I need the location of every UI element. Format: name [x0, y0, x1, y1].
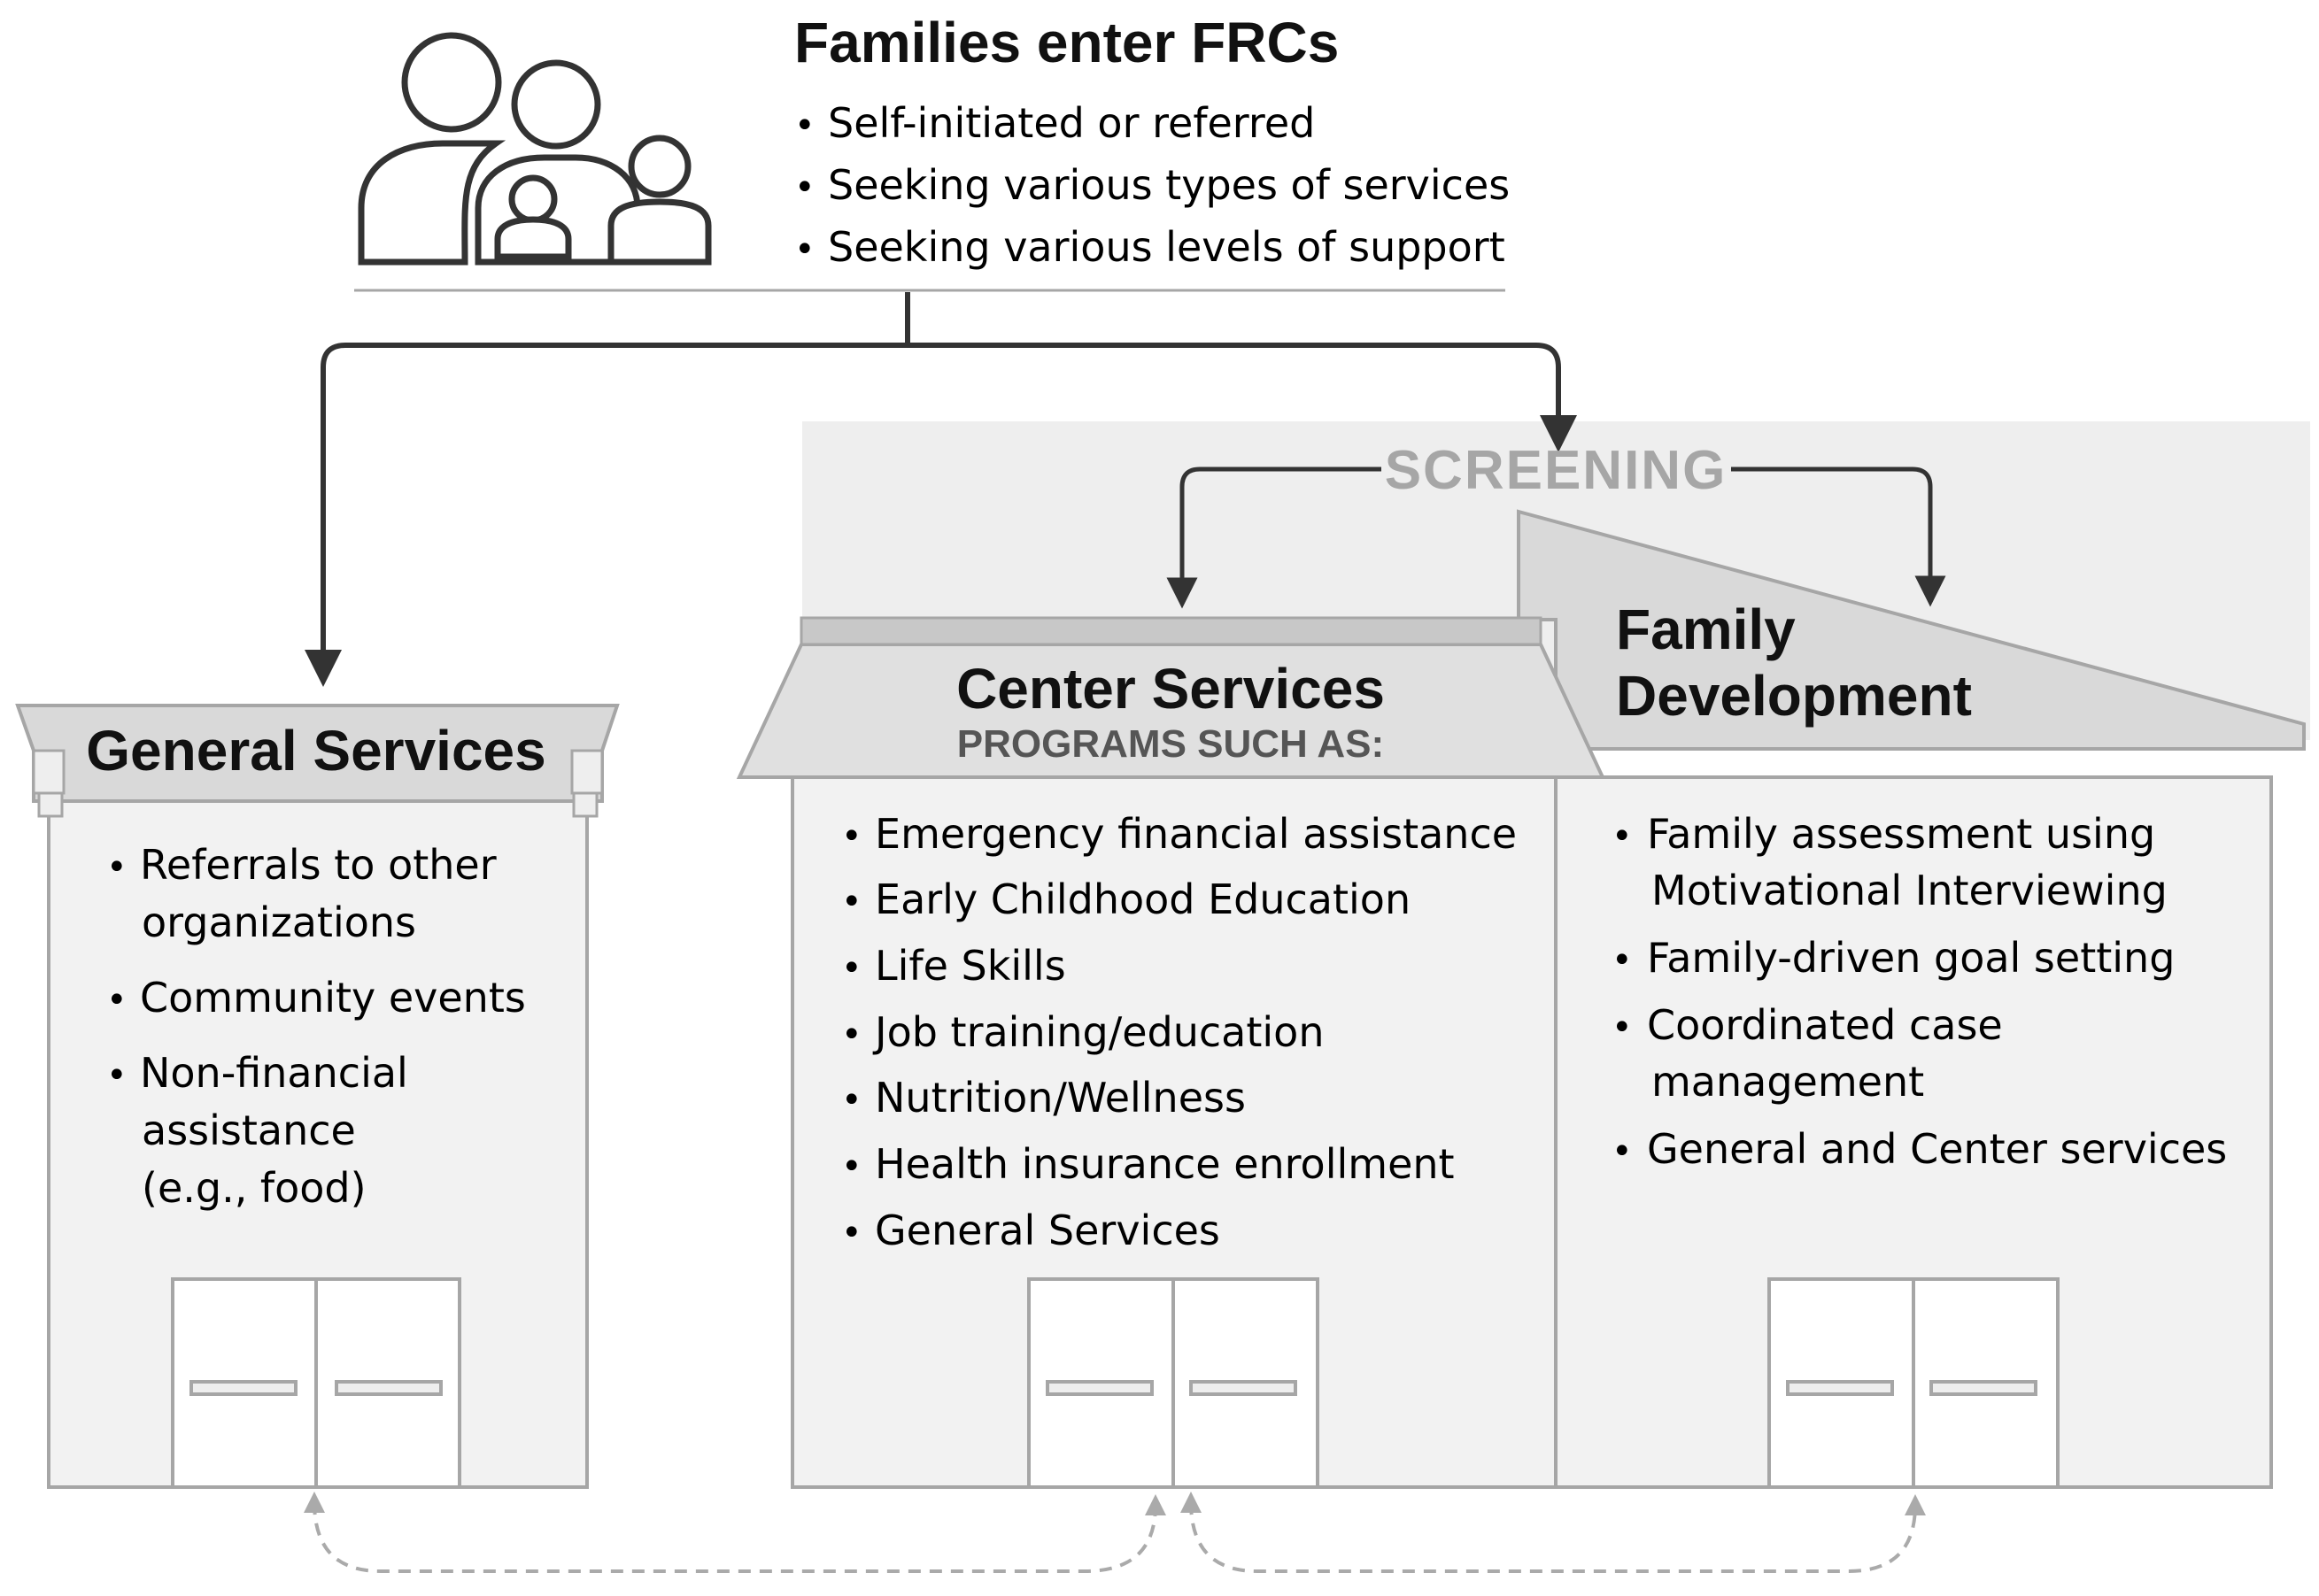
center-services-subtitle: PROGRAMS SUCH AS:: [957, 722, 1384, 766]
list-item: Motivational Interviewing: [1651, 867, 2168, 914]
list-bullet: •: [1612, 940, 1633, 981]
list-item: General Services: [875, 1207, 1220, 1254]
list-item: assistance: [142, 1106, 356, 1154]
list-item: Non-financial: [140, 1049, 408, 1097]
header-bullet-list: • Self-initiated or referred • Seeking v…: [794, 99, 1510, 271]
list-item: Family-driven goal setting: [1647, 934, 2175, 982]
list-item: Coordinated case: [1647, 1001, 2003, 1049]
general-services-title: General Services: [86, 719, 545, 783]
list-bullet: •: [106, 847, 128, 888]
center-services-list: • Emergency financial assistance • Early…: [841, 810, 1517, 1254]
list-bullet: •: [1612, 1007, 1633, 1048]
list-item: Life Skills: [875, 942, 1066, 990]
list-item: Referrals to other: [140, 841, 497, 889]
family-development-title: Development: [1616, 664, 1972, 728]
general-services-door: [171, 1277, 461, 1489]
header-bullet-dot: •: [794, 229, 816, 270]
list-bullet: •: [1612, 1131, 1633, 1172]
list-item: Nutrition/Wellness: [875, 1074, 1246, 1122]
list-bullet: •: [106, 980, 128, 1021]
door-dashed-connectors: [304, 1492, 1926, 1573]
screening-label: SCREENING: [1385, 440, 1728, 501]
header-title: Families enter FRCs: [794, 11, 1339, 74]
list-bullet: •: [841, 1014, 862, 1055]
list-item: Early Childhood Education: [875, 875, 1411, 923]
list-item: General and Center services: [1647, 1125, 2227, 1173]
list-bullet: •: [841, 1146, 862, 1187]
header-bullet: Seeking various types of services: [828, 161, 1510, 209]
list-item: Emergency financial assistance: [875, 810, 1517, 858]
list-item: organizations: [142, 898, 416, 946]
general-services-list: • Referrals to other organizations • Com…: [106, 841, 526, 1212]
list-bullet: •: [841, 1213, 862, 1253]
list-item: Job training/education: [872, 1008, 1324, 1056]
center-family-building: [736, 509, 2306, 1489]
family-development-title: Family: [1616, 598, 1796, 661]
list-bullet: •: [841, 1080, 862, 1121]
list-bullet: •: [1612, 816, 1633, 857]
list-bullet: •: [841, 882, 862, 922]
center-services-title: Center Services: [956, 657, 1385, 721]
screening-connectors: [1166, 466, 1946, 609]
list-item: management: [1651, 1058, 1924, 1106]
list-bullet: •: [841, 816, 862, 857]
family-development-list: • Family assessment using Motivational I…: [1612, 810, 2227, 1173]
header-bullet-dot: •: [794, 167, 816, 208]
family-development-door: [1767, 1277, 2060, 1489]
header-bullet: Self-initiated or referred: [828, 99, 1315, 147]
list-item: Community events: [140, 974, 526, 1022]
header-bullet-dot: •: [794, 105, 816, 146]
entry-connectors: [305, 292, 1577, 687]
header-bullet: Seeking various levels of support: [828, 223, 1505, 271]
list-item: Health insurance enrollment: [875, 1140, 1455, 1188]
general-services-building: [15, 704, 620, 1489]
list-item: Family assessment using: [1647, 810, 2155, 858]
list-item: (e.g., food): [142, 1164, 367, 1212]
family-icon: [358, 32, 712, 266]
list-bullet: •: [841, 948, 862, 989]
list-bullet: •: [106, 1055, 128, 1096]
center-services-door: [1027, 1277, 1319, 1489]
